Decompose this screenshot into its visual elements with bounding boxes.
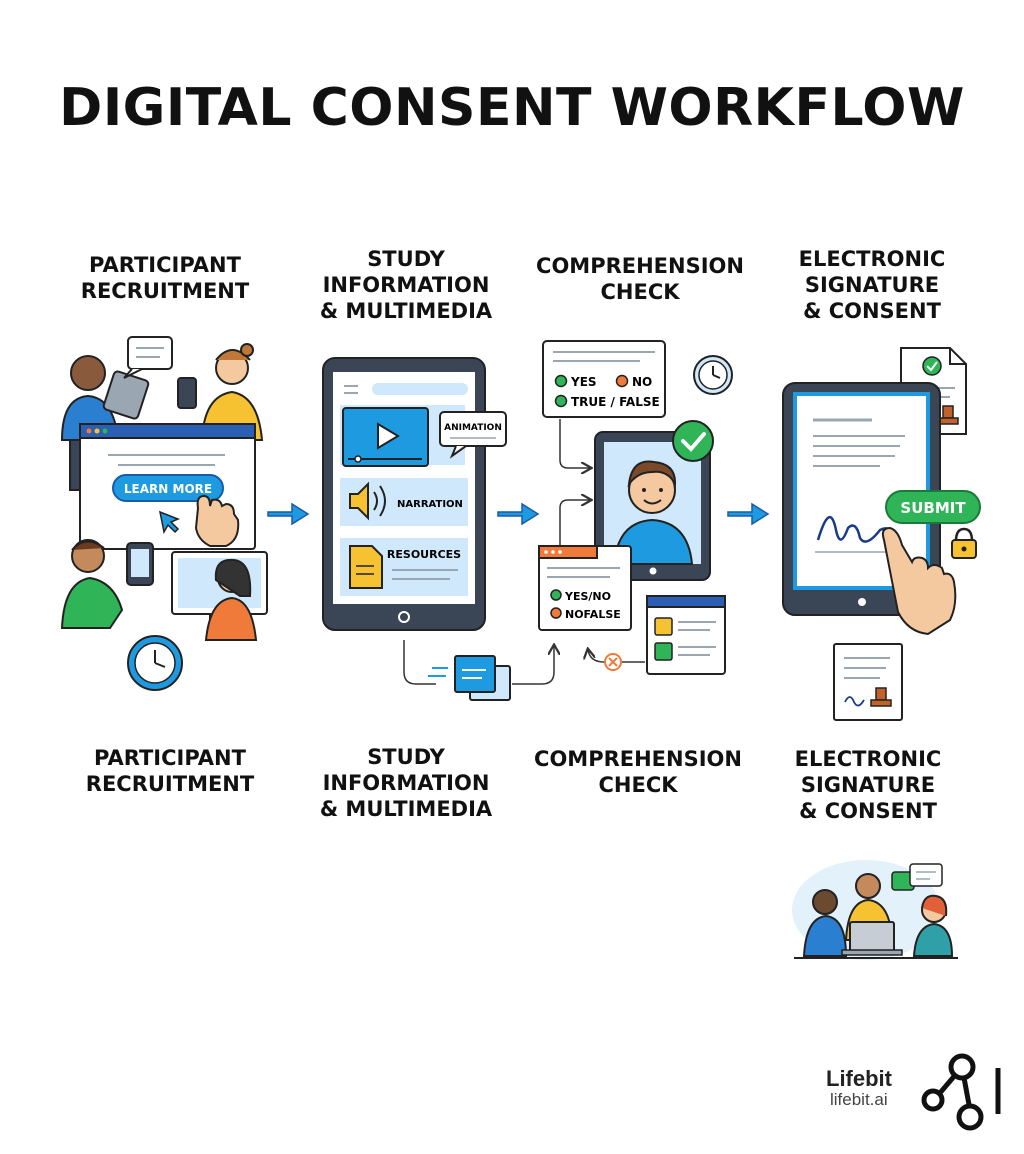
step-label-comprehension-top: COMPREHENSION CHECK bbox=[536, 254, 744, 304]
brand-url[interactable]: lifebit.ai bbox=[830, 1090, 888, 1109]
person-phone-2-icon bbox=[60, 539, 154, 629]
nofalse-radio[interactable] bbox=[550, 607, 562, 619]
laptop-icon bbox=[849, 921, 895, 953]
learn-more-label: LEARN MORE bbox=[124, 482, 212, 496]
clock-icon bbox=[693, 355, 733, 395]
true-false-radio[interactable] bbox=[554, 394, 568, 408]
true-false-label: TRUE / FALSE bbox=[571, 395, 660, 409]
arrow-right-icon bbox=[267, 502, 310, 526]
step-label-information-bottom: STUDY INFORMATION & MULTIMEDIA bbox=[319, 745, 493, 821]
speech-bubble-icon bbox=[123, 336, 173, 379]
signature-illustration: SUBMIT bbox=[782, 347, 981, 721]
narration-label: NARRATION bbox=[397, 499, 463, 510]
signed-document-icon bbox=[833, 643, 903, 721]
no-label: NO bbox=[632, 375, 652, 389]
animation-label: ANIMATION bbox=[444, 423, 502, 433]
step-label-signature-bottom: ELECTRONIC SIGNATURE & CONSENT bbox=[794, 747, 942, 823]
yes-no-label: YES/NO bbox=[564, 590, 611, 603]
learn-more-button[interactable] bbox=[112, 474, 224, 502]
submit-label: SUBMIT bbox=[900, 499, 966, 517]
resources-label: RESOURCES bbox=[387, 548, 461, 561]
arrow-right-icon bbox=[727, 502, 770, 526]
lock-icon bbox=[951, 527, 977, 559]
step-label-recruitment-bottom: PARTICIPANT RECRUITMENT bbox=[85, 746, 255, 796]
no-radio[interactable] bbox=[615, 374, 629, 388]
yes-no-radio[interactable] bbox=[550, 589, 562, 601]
step-label-comprehension-bottom: COMPREHENSION CHECK bbox=[534, 747, 742, 797]
chat-bubble-icon bbox=[909, 863, 943, 887]
comprehension-illustration: YES NO TRUE / FALSE bbox=[538, 340, 733, 675]
file-transfer-connector bbox=[403, 640, 554, 701]
recruitment-illustration: LEARN MORE bbox=[60, 336, 268, 691]
multimedia-tablet: ANIMATION NARRATION RESOURCES bbox=[322, 357, 507, 631]
submit-button[interactable] bbox=[885, 490, 981, 524]
pointing-hand-icon bbox=[194, 494, 240, 547]
brand-name: Lifebit bbox=[826, 1066, 892, 1091]
monitor-person-icon bbox=[171, 551, 268, 641]
speaker-icon bbox=[349, 481, 369, 521]
pointing-hand-icon bbox=[881, 526, 957, 636]
page-title: DIGITAL CONSENT WORKFLOW bbox=[59, 78, 965, 138]
team-meeting-illustration bbox=[792, 860, 958, 960]
yes-radio[interactable] bbox=[554, 374, 568, 388]
cursor-icon bbox=[158, 510, 180, 535]
lifebit-logo-icon bbox=[921, 1053, 1001, 1131]
step-label-recruitment-top: PARTICIPANT RECRUITMENT bbox=[80, 253, 250, 303]
yes-label: YES bbox=[570, 375, 597, 389]
step-label-information-top: STUDY INFORMATION & MULTIMEDIA bbox=[319, 247, 493, 323]
browser-window: LEARN MORE bbox=[79, 423, 256, 550]
step-label-signature-top: ELECTRONIC SIGNATURE & CONSENT bbox=[798, 247, 946, 323]
check-badge-icon bbox=[672, 420, 714, 462]
nofalse-label: NOFALSE bbox=[565, 608, 621, 621]
file-icon bbox=[454, 655, 496, 693]
arrow-right-icon bbox=[497, 502, 540, 526]
signature-stroke bbox=[816, 516, 898, 543]
play-icon bbox=[377, 422, 400, 450]
clock-icon bbox=[127, 635, 183, 691]
document-icon bbox=[349, 545, 383, 589]
